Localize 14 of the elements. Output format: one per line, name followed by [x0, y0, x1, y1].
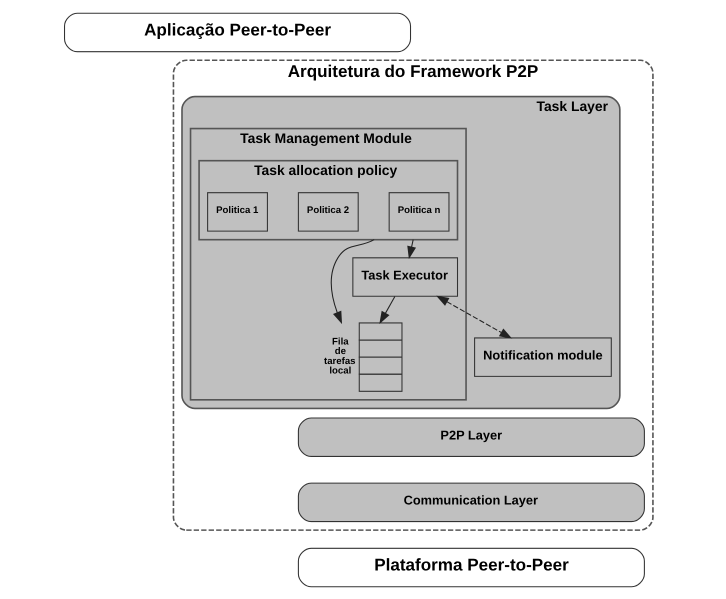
node-box: Communication Layer [298, 482, 645, 522]
arrow [436, 295, 512, 338]
arrow [330, 238, 374, 324]
node-label: Fila de tarefas local [324, 336, 356, 376]
node-box: Politica n [388, 192, 450, 232]
node-box: Plataforma Peer-to-Peer [298, 547, 645, 587]
node-box: Politica 1 [207, 192, 268, 232]
arrow [379, 296, 396, 324]
node-box: Politica 2 [298, 192, 359, 232]
node-box: Task Executor [352, 256, 458, 296]
node-box: Aplicação Peer-to-Peer [64, 12, 412, 52]
node-box: P2P Layer [298, 416, 645, 456]
node-box: Notification module [474, 336, 612, 376]
arrow [407, 239, 416, 259]
